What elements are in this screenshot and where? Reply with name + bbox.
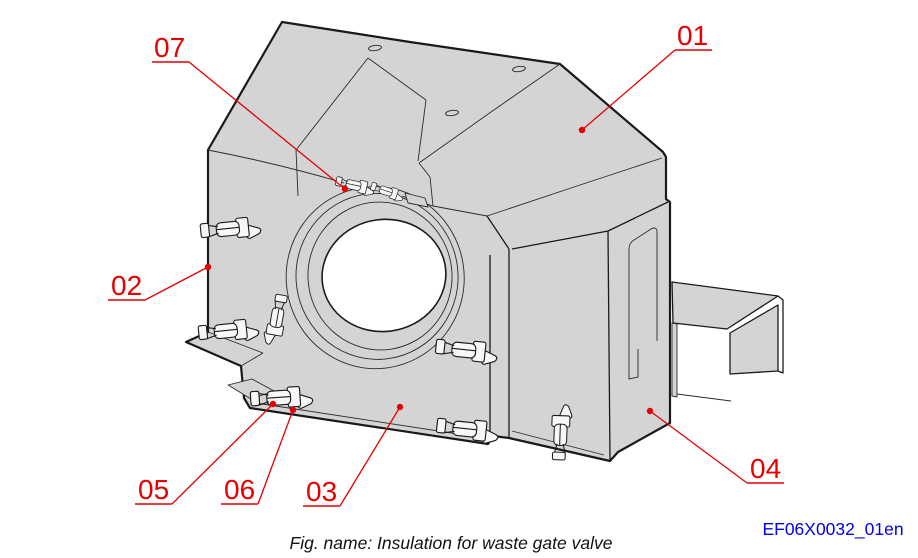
- document-code: EF06X0032_01en: [762, 519, 903, 540]
- vent-holes: [368, 44, 526, 117]
- inset-panel-outline: [628, 227, 658, 380]
- insulation-housing-drawing: [184, 20, 784, 463]
- callout-01-label: 01: [677, 20, 708, 51]
- callout-04-dot: [646, 407, 654, 415]
- callout-03-leader: [339, 406, 401, 507]
- callout-04-label: 04: [750, 453, 781, 484]
- callout-05-leader: [171, 403, 274, 505]
- valve-port-opening: [321, 218, 447, 333]
- junction-box-section: [486, 201, 669, 462]
- callout-03-dot: [396, 403, 404, 411]
- callout-07-label: 07: [154, 32, 185, 63]
- callout-02-dot: [204, 263, 212, 271]
- vent-hole: [445, 109, 459, 117]
- callout-05-label: 05: [138, 474, 169, 505]
- callout-06: 06: [221, 406, 297, 505]
- callout-02-leader: [144, 266, 209, 301]
- collar-bracket: [404, 192, 429, 208]
- callout-06-dot: [289, 406, 297, 414]
- callout-05-dot: [269, 400, 277, 408]
- callout-02-label: 02: [111, 270, 142, 301]
- callout-04: 04: [646, 407, 784, 484]
- callout-05: 05: [135, 400, 277, 505]
- callout-07: 07: [152, 32, 349, 193]
- callout-04-leader: [649, 410, 748, 484]
- callout-06-label: 06: [224, 474, 255, 505]
- figure-caption: Fig. name: Insulation for waste gate val…: [290, 533, 613, 553]
- callout-01-leader: [581, 49, 676, 131]
- callout-02: 02: [108, 263, 212, 301]
- callout-03-label: 03: [306, 476, 337, 507]
- callout-07-leader: [188, 61, 346, 190]
- callout-01-dot: [578, 126, 586, 134]
- callout-01: 01: [578, 20, 712, 134]
- callout-03: 03: [303, 403, 404, 507]
- vent-hole: [512, 65, 526, 73]
- vent-hole: [368, 44, 382, 52]
- roof-facet-lines: [295, 57, 663, 217]
- callout-06-leader: [257, 409, 294, 505]
- duct-channel-section: [671, 281, 784, 402]
- callout-07-dot: [341, 185, 349, 193]
